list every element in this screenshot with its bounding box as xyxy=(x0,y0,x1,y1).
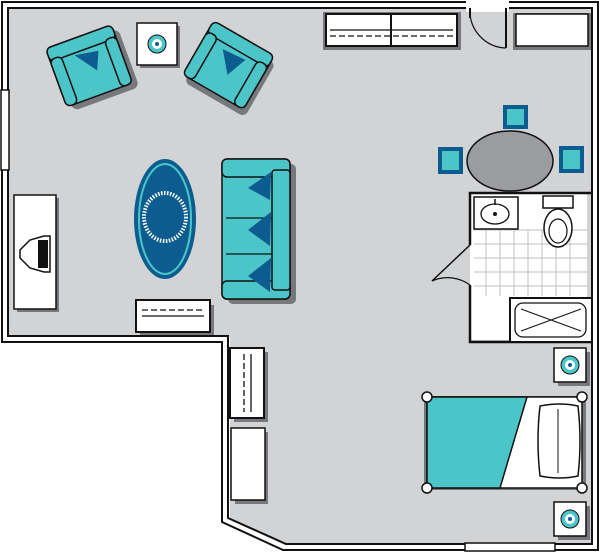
toilet-icon xyxy=(542,195,574,248)
dining-chair-icon xyxy=(503,105,528,129)
counter-top-right xyxy=(513,13,591,50)
dining-chair-icon xyxy=(559,146,584,173)
cushion-icon xyxy=(74,50,99,71)
bed-icon xyxy=(421,391,588,494)
armchair-right xyxy=(183,21,274,115)
cushion-icon xyxy=(248,212,271,246)
nightstand-icon xyxy=(553,347,590,386)
tv-icon xyxy=(13,194,59,312)
window-left-wall xyxy=(0,89,10,171)
oval-rug-icon xyxy=(134,159,196,279)
dresser-left xyxy=(135,299,214,335)
window-bottom-wall xyxy=(464,542,556,552)
sink-icon xyxy=(473,196,519,230)
cushion-icon xyxy=(248,172,271,200)
bathtub-icon xyxy=(509,297,593,343)
sofa-icon xyxy=(221,158,296,304)
entry-door xyxy=(466,1,509,49)
cushion-icon xyxy=(248,258,271,292)
closet-lower-left xyxy=(229,347,268,422)
cushion-icon xyxy=(222,49,246,75)
dining-chair-icon xyxy=(438,147,463,174)
closet-top xyxy=(323,12,461,50)
armchair-left xyxy=(46,25,138,110)
side-table-lamp-icon xyxy=(136,22,180,68)
dining-table-icon xyxy=(466,130,554,192)
bathroom-door xyxy=(431,244,471,286)
bathroom-tile-grid xyxy=(474,229,587,296)
pillow-icon xyxy=(537,403,581,479)
nightstand-icon xyxy=(553,501,590,540)
counter-lower-left xyxy=(230,427,268,504)
